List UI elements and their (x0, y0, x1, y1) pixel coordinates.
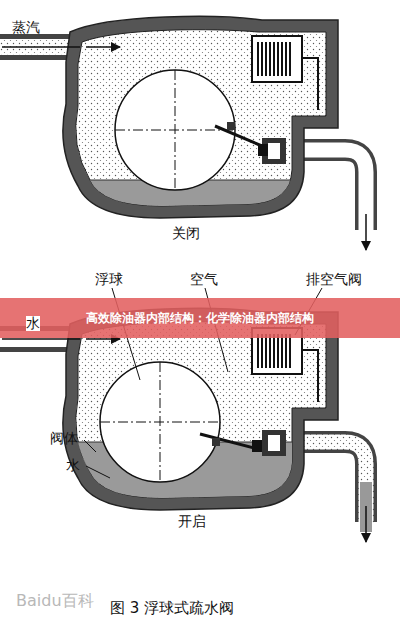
air-vent-valve (252, 36, 302, 82)
flow-arrow (86, 338, 120, 340)
flow-arrow (365, 214, 367, 250)
leader-line (86, 466, 110, 478)
part-label: 浮球 (95, 272, 123, 287)
bellows (258, 334, 290, 368)
pivot (227, 122, 235, 130)
valve-plug (252, 440, 262, 452)
trap-view (0, 16, 366, 250)
part-label: 空气 (190, 272, 218, 287)
state-label: 关闭 (172, 226, 200, 241)
figure-caption: 图 3 浮球式疏水阀 (110, 600, 234, 617)
state-label: 开启 (178, 514, 206, 529)
center-line (160, 362, 161, 482)
part-label: 阀体 (50, 431, 78, 446)
flow-arrow (86, 46, 120, 48)
banner-band: 高效除油器内部结构：化学除油器内部结构 (0, 298, 400, 338)
watermark: Baidu百科 (16, 592, 94, 610)
float-ball (100, 362, 220, 482)
flow-arrow (365, 506, 367, 542)
flow-arrow (2, 46, 80, 48)
banner-text: 高效除油器内部结构：化学除油器内部结构 (86, 310, 314, 327)
water (60, 180, 360, 240)
center-line (175, 70, 176, 190)
part-label: 水 (66, 458, 80, 473)
flow-arrow (2, 338, 80, 340)
lever-arm (215, 126, 262, 146)
flow-label: 蒸汽 (12, 20, 40, 35)
flow-label: 水 (26, 316, 40, 331)
trap-view (0, 308, 366, 542)
pivot (212, 438, 220, 446)
float-ball (115, 70, 235, 190)
valve-orifice (268, 143, 280, 159)
leader-line (84, 440, 96, 452)
valve-seat (262, 430, 286, 456)
part-label: 排空气阀 (306, 272, 362, 287)
bellows (258, 42, 290, 76)
vent-line (302, 350, 318, 402)
vent-line (302, 58, 318, 110)
valve-orifice (268, 435, 280, 451)
valve-plug (258, 144, 268, 156)
